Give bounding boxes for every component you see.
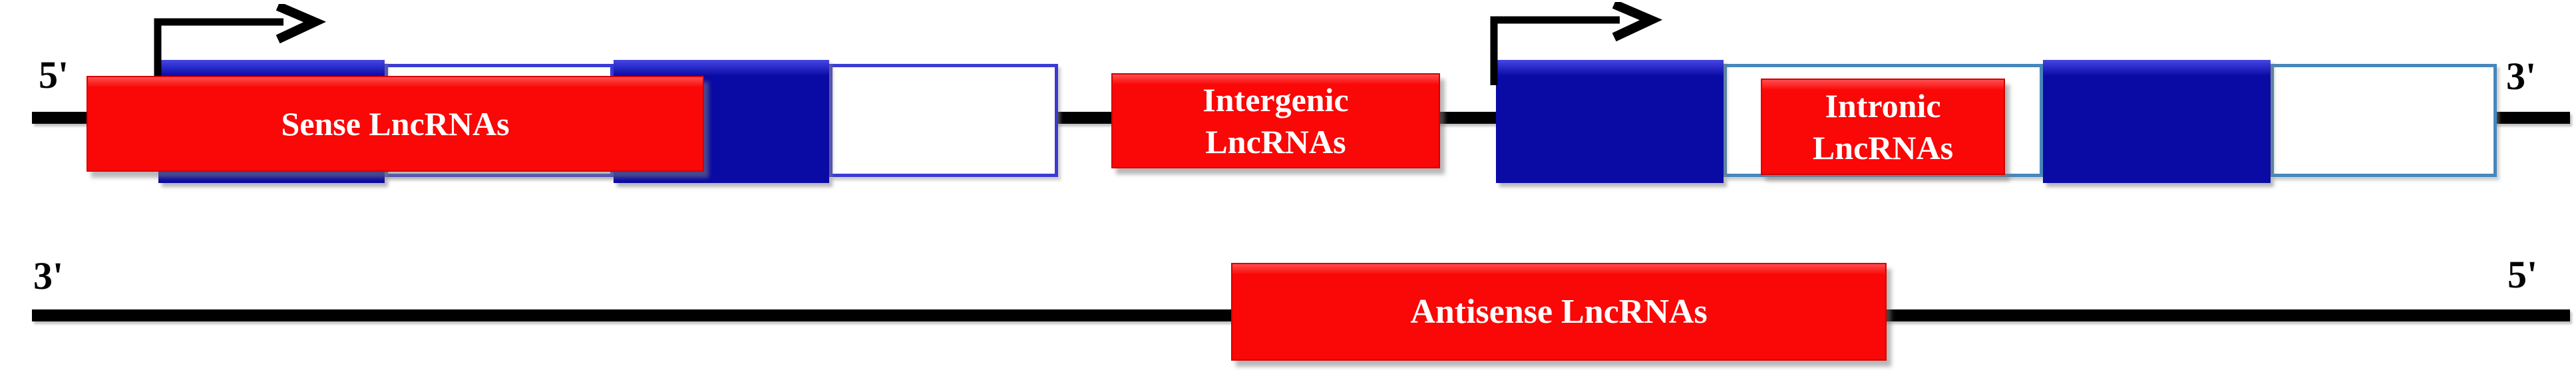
bottom-strand-3prime-label: 3'	[33, 254, 64, 297]
top-strand-3prime-label: 3'	[2506, 55, 2537, 98]
intergenic-lncrnas-label-box: Intergenic LncRNAs	[1111, 73, 1440, 168]
intronic-lncrnas-label-line1: Intronic	[1825, 87, 1941, 124]
sense-lncrnas-label: Sense LncRNAs	[281, 104, 510, 142]
intronic-lncrnas-label-box: Intronic LncRNAs	[1761, 79, 2005, 175]
gene-1-intron-2	[829, 64, 1058, 177]
transcription-start-arrow-icon	[1490, 2, 1663, 85]
sense-lncrnas-label-box: Sense LncRNAs	[87, 76, 704, 172]
intronic-lncrnas-label-line2: LncRNAs	[1812, 128, 1954, 166]
transcription-start-arrow-icon	[154, 4, 327, 87]
gene-2-intron-2	[2271, 64, 2497, 177]
intergenic-lncrnas-label-line2: LncRNAs	[1205, 122, 1346, 160]
top-strand-5prime-label: 5'	[39, 53, 69, 96]
gene-2-exon-2	[2043, 60, 2271, 183]
intergenic-lncrnas-label-line1: Intergenic	[1202, 81, 1349, 118]
bottom-strand-5prime-label: 5'	[2507, 253, 2538, 296]
antisense-lncrnas-label-box: Antisense LncRNAs	[1231, 263, 1887, 361]
gene-2-exon-1	[1496, 60, 1724, 183]
antisense-lncrnas-label: Antisense LncRNAs	[1410, 292, 1708, 331]
